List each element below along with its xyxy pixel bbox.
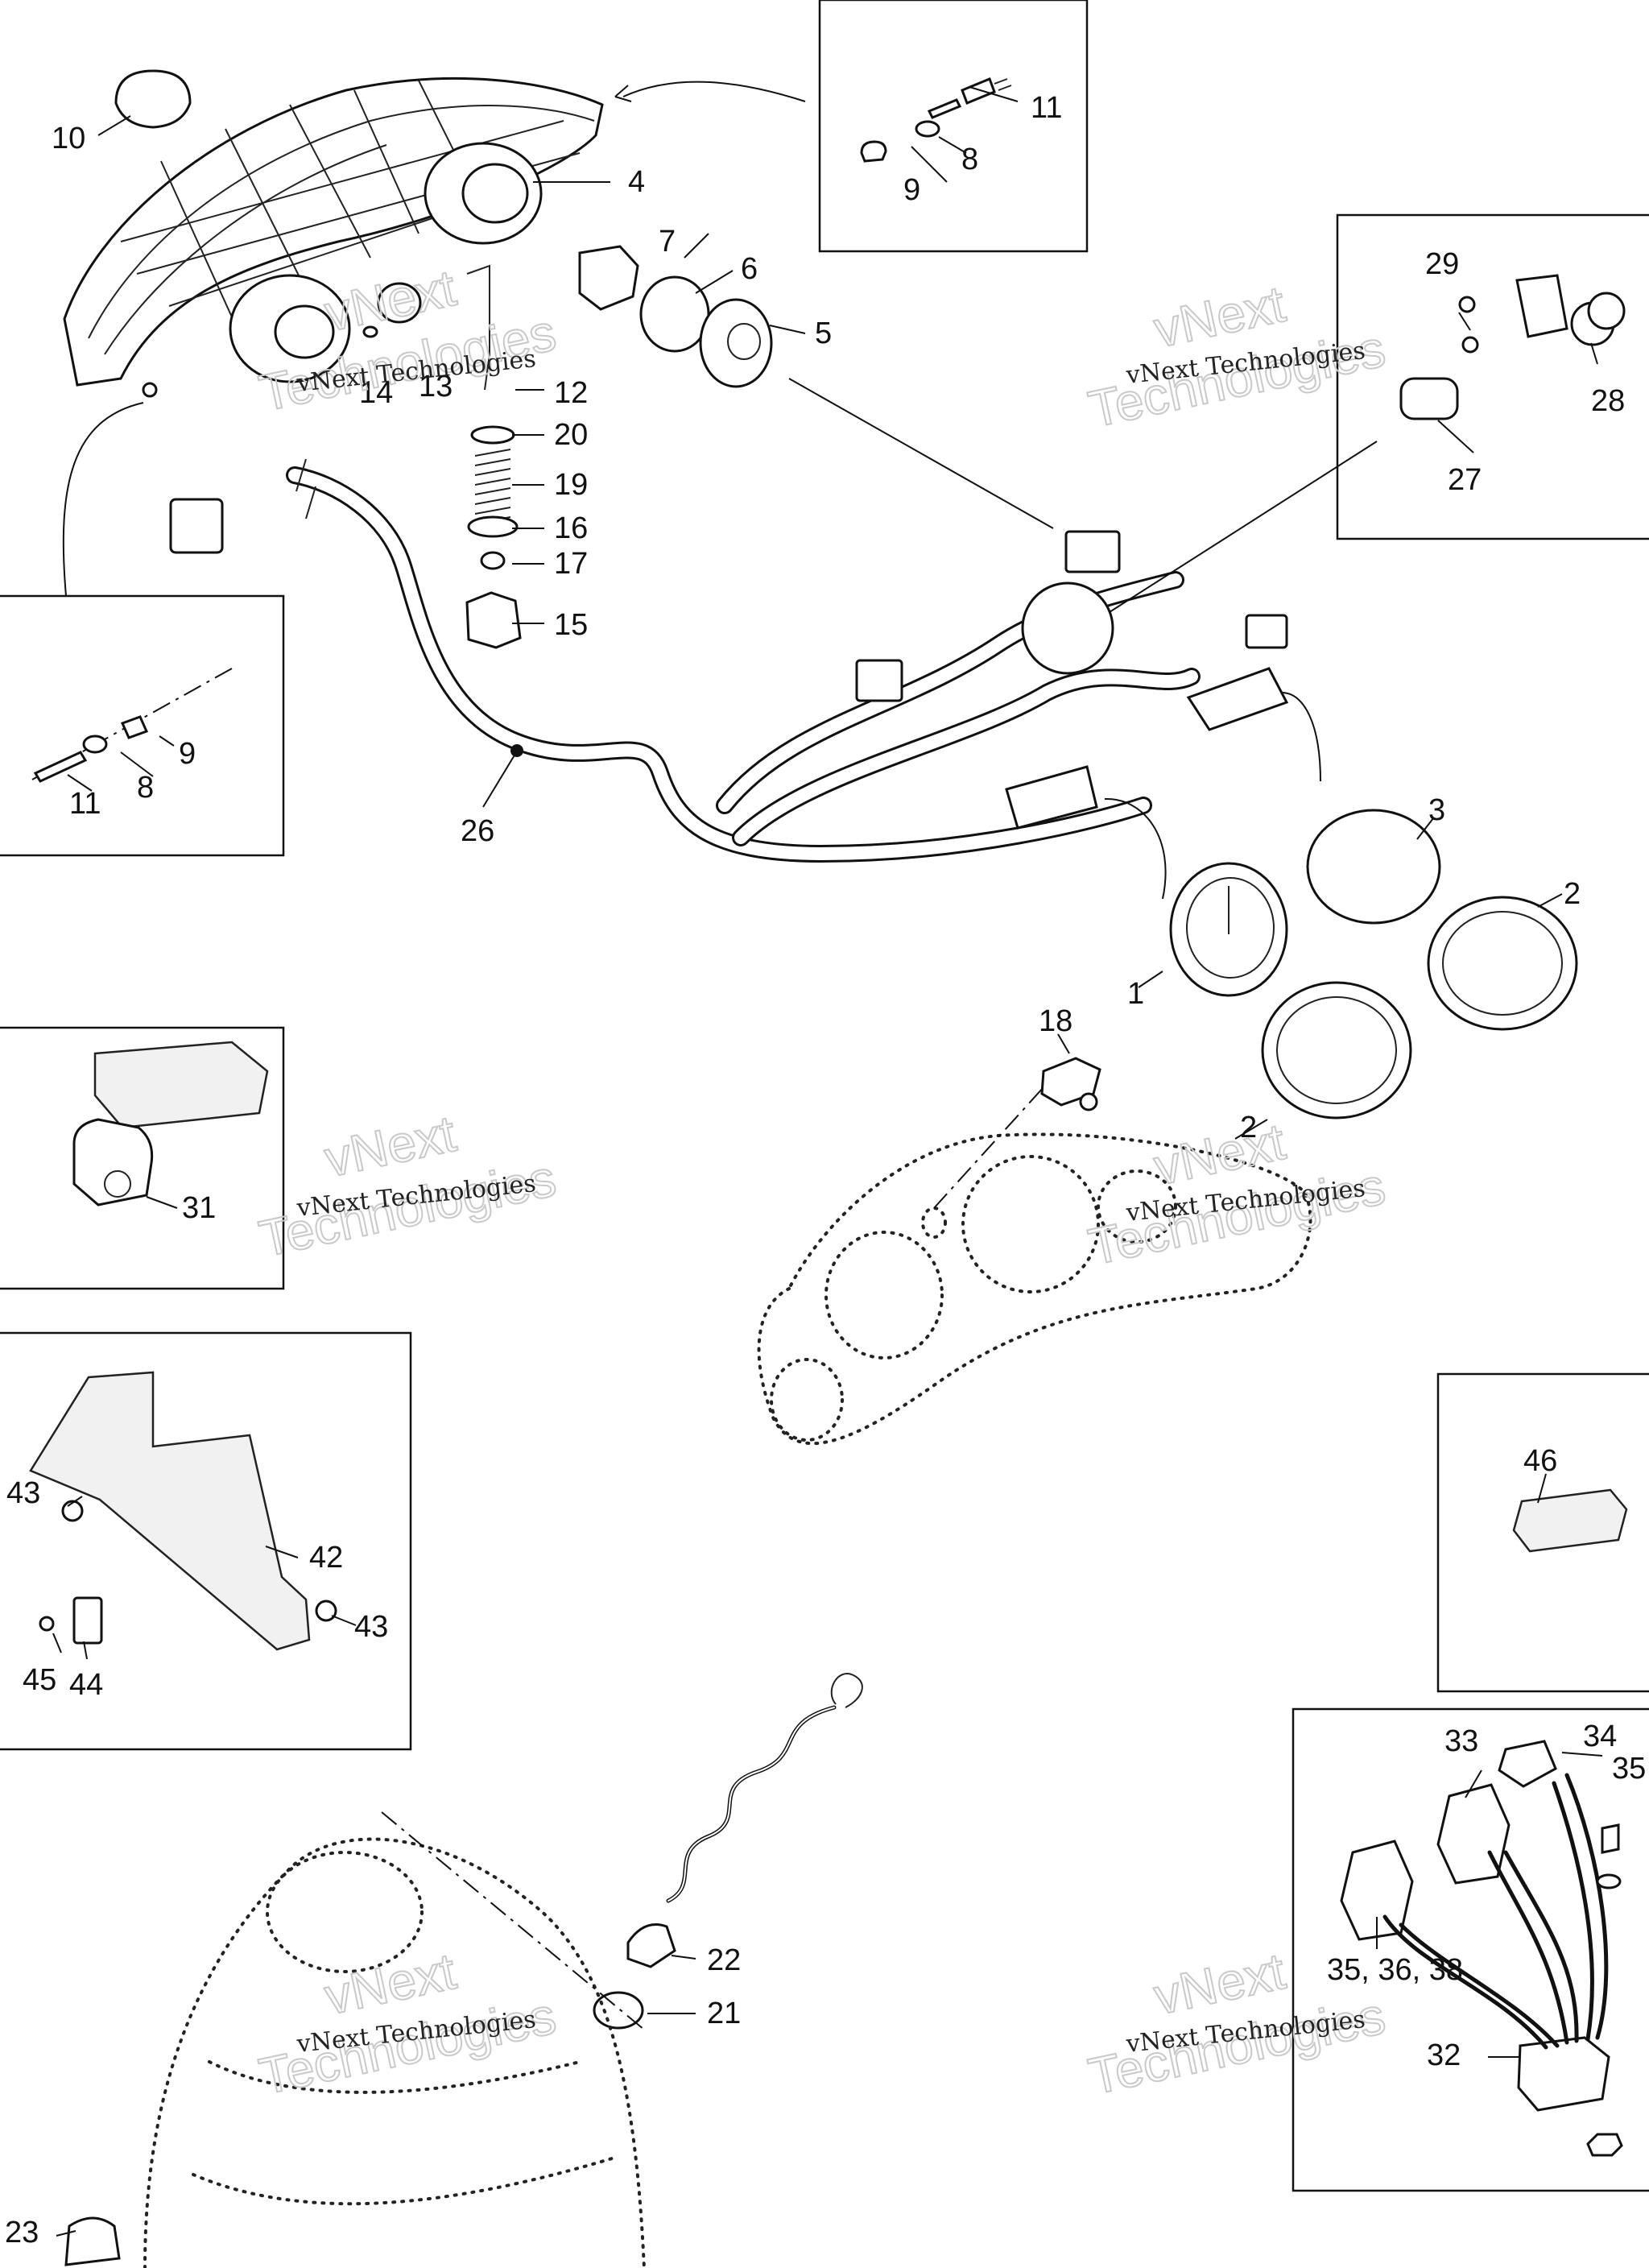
callout-7: 7 [659, 225, 676, 259]
bezel-2-upper [1427, 896, 1578, 1031]
console-outline [64, 1811, 646, 2268]
callout-9b: 9 [179, 737, 196, 771]
callout-8a: 8 [961, 143, 978, 176]
detail-box-connector-31 [0, 1026, 285, 1290]
callout-31: 31 [182, 1191, 216, 1225]
callout-22: 22 [707, 1943, 741, 1977]
callout-18: 18 [1039, 1004, 1072, 1038]
callout-1: 1 [1127, 977, 1144, 1011]
callout-11b: 11 [69, 787, 101, 821]
instrument-panel-outline [757, 1086, 1312, 1446]
callout-8b: 8 [137, 771, 154, 805]
callout-35b: 35, 36, 38 [1327, 1953, 1463, 1987]
callout-42: 42 [309, 1541, 343, 1575]
headlight-assembly [63, 77, 604, 398]
callout-4: 4 [628, 165, 645, 199]
detail-box-regulator-32 [1292, 1707, 1649, 2192]
clip-10 [114, 69, 192, 129]
callout-12: 12 [554, 376, 588, 410]
retaining-ring-6 [639, 275, 710, 353]
bulb-7 [578, 245, 639, 311]
callout-32: 32 [1427, 2038, 1461, 2072]
wiring-harness-26 [169, 458, 1289, 863]
callout-labels: 11 8 9 10 4 7 6 5 14 13 12 20 19 16 17 1… [5, 91, 1646, 2249]
callout-26: 26 [461, 814, 494, 848]
callout-6: 6 [741, 252, 758, 286]
callout-45: 45 [23, 1663, 56, 1697]
adjuster-stack [465, 264, 522, 649]
detail-box-fasteners-top [818, 0, 1089, 253]
callout-2b: 2 [1240, 1111, 1257, 1144]
callout-23: 23 [5, 2216, 39, 2249]
callout-2a: 2 [1564, 877, 1581, 911]
callout-11a: 11 [1031, 91, 1062, 125]
callout-44: 44 [69, 1668, 103, 1702]
callout-28: 28 [1591, 384, 1625, 418]
callout-9a: 9 [903, 173, 920, 207]
callout-16: 16 [554, 511, 588, 545]
switch-18 [1040, 1057, 1101, 1111]
grommet-14 [362, 282, 422, 338]
callout-3: 3 [1428, 793, 1445, 827]
callout-35a: 35 [1612, 1752, 1646, 1786]
callout-5: 5 [815, 317, 832, 350]
callout-14: 14 [359, 376, 393, 410]
callout-17: 17 [554, 547, 588, 581]
callout-10: 10 [52, 122, 85, 155]
callout-21: 21 [707, 1997, 741, 2030]
detail-box-fasteners-left [0, 594, 285, 857]
lens-3 [1306, 809, 1441, 925]
callout-29: 29 [1425, 247, 1459, 281]
detail-box-sensor-46 [1436, 1372, 1649, 1693]
bezel-2-lower [1261, 981, 1412, 1120]
callout-27: 27 [1448, 463, 1482, 497]
callout-20: 20 [554, 418, 588, 452]
callout-46: 46 [1523, 1444, 1557, 1478]
callout-43b: 43 [354, 1610, 388, 1644]
gauge-1 [1169, 862, 1288, 997]
watermarks: vNext Technologies vNext Technologies vN… [254, 258, 1391, 2107]
detail-box-relay-bracket [1336, 213, 1649, 540]
callout-43a: 43 [6, 1476, 40, 1510]
detail-box-bracket-42 [0, 1331, 412, 1751]
callout-34: 34 [1583, 1720, 1617, 1753]
seal-5 [699, 298, 773, 388]
leader-lines [52, 81, 1603, 2237]
callout-13: 13 [419, 370, 453, 404]
callout-33: 33 [1444, 1724, 1478, 1758]
callout-15: 15 [554, 608, 588, 642]
callout-19: 19 [554, 468, 588, 502]
